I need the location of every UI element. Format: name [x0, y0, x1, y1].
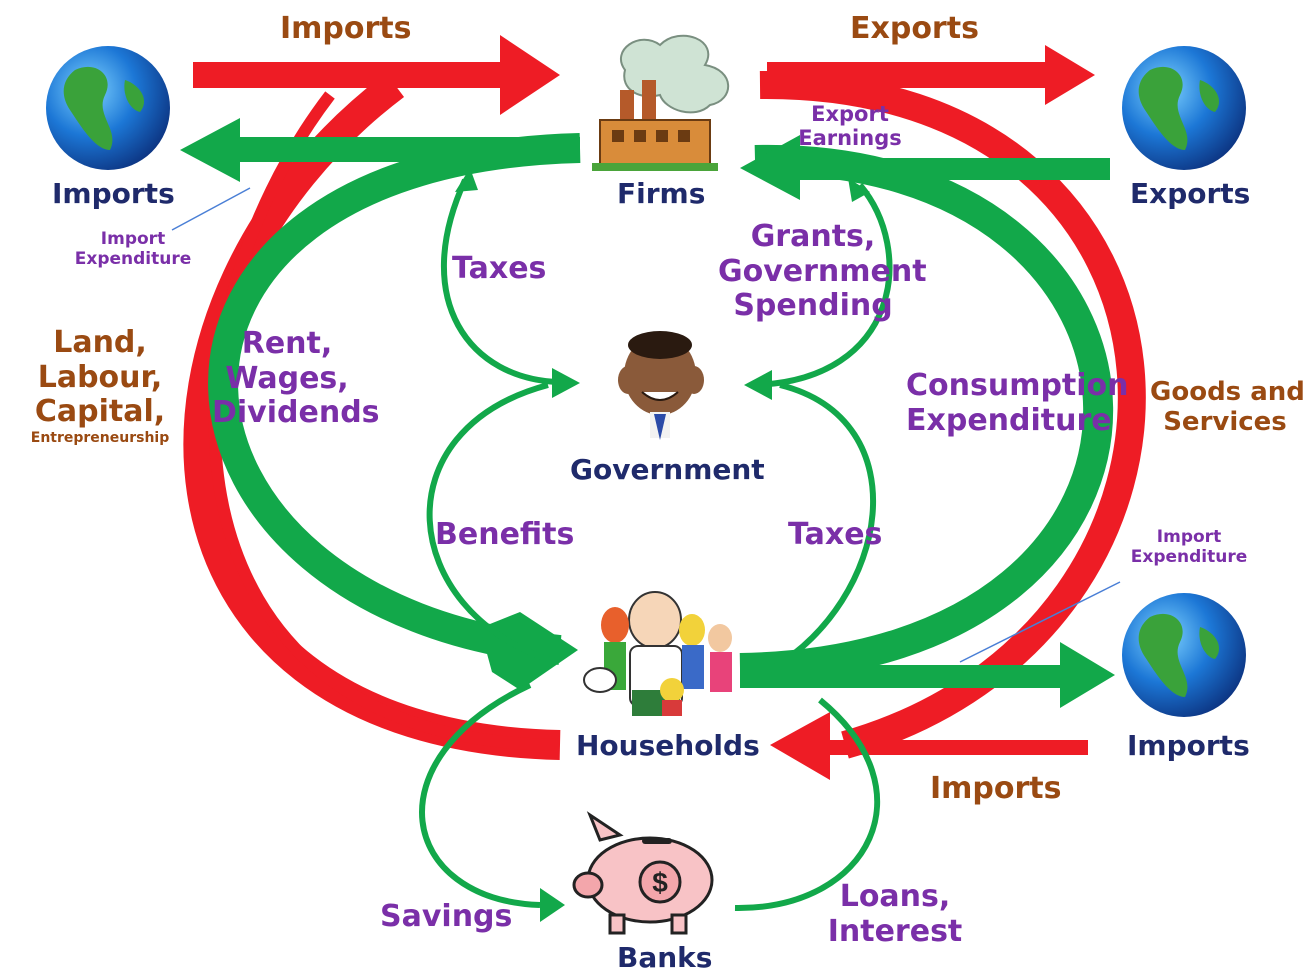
node-banks: Banks [617, 941, 713, 974]
import-expenditure-line: Expenditure [1130, 546, 1248, 567]
loans-line: Interest [827, 913, 963, 949]
flow-label-grants: Grants, Government Spending [718, 219, 927, 324]
import-expenditure-line: Import [1156, 527, 1222, 547]
consumption-line: Expenditure [906, 402, 1112, 438]
rent-wages-line: Rent, [241, 326, 333, 361]
flow-label-loans: Loans, Interest [820, 879, 970, 949]
flow-label-export-earnings: Export Earnings [795, 102, 905, 150]
consumption-line: Consumption [906, 368, 1129, 403]
svg-text:$: $ [652, 867, 668, 898]
rent-wages-line: Wages, [225, 360, 349, 396]
import-expenditure-line: Import [100, 229, 166, 249]
grants-line: Grants, [750, 219, 876, 254]
pointer-lines [171, 187, 1121, 663]
rent-wages-line: Dividends [212, 395, 380, 430]
node-imports-top-left: Imports [52, 177, 175, 210]
grants-line: Government [718, 253, 927, 289]
node-imports-bottom-right: Imports [1127, 729, 1250, 762]
export-earnings-line: Earnings [798, 126, 902, 151]
green-circular-flow [208, 133, 1114, 683]
node-households: Households [576, 729, 760, 762]
flow-label-benefits: Benefits [435, 517, 575, 552]
node-exports: Exports [1130, 177, 1251, 210]
flow-label-imports-bottom: Imports [930, 771, 1062, 806]
export-earnings-line: Export [811, 102, 889, 126]
loans-line: Loans, [839, 879, 951, 914]
flow-label-factors: Land, Labour, Capital, Entrepreneurship [14, 325, 186, 446]
flow-label-taxes-households: Taxes [788, 517, 883, 552]
family-cartoon-icon [583, 591, 732, 716]
grants-line: Spending [733, 288, 893, 323]
government-bank-loops [419, 178, 893, 912]
politician-caricature-icon [618, 331, 704, 440]
flow-label-savings: Savings [380, 899, 513, 934]
flow-label-imports-top: Imports [280, 11, 412, 46]
thin-arrowheads [455, 168, 870, 922]
node-government: Government [570, 453, 765, 486]
factors-line: Land, [53, 325, 147, 360]
node-firms: Firms [617, 177, 706, 210]
globe-icon [1122, 46, 1246, 170]
globe-icon [1122, 593, 1246, 717]
factors-line: Entrepreneurship [30, 429, 170, 446]
flow-label-goods-services: Goods and Services [1150, 377, 1305, 438]
globe-icon [46, 46, 170, 170]
flow-label-taxes-firms: Taxes [452, 251, 547, 286]
import-expenditure-line: Expenditure [74, 248, 192, 269]
factory-icon [592, 34, 730, 171]
flow-label-rent-wages: Rent, Wages, Dividends [212, 326, 380, 431]
flow-label-consumption: Consumption Expenditure [906, 368, 1129, 438]
factors-line: Capital, [34, 394, 166, 429]
flow-label-exports-top: Exports [850, 11, 979, 46]
factors-line: Labour, [37, 359, 163, 395]
flow-label-import-expenditure-right: Import Expenditure [1122, 527, 1256, 567]
goods-services-line: Goods and [1150, 377, 1305, 407]
piggy-bank-icon: $ [572, 811, 714, 935]
flow-label-import-expenditure-left: Import Expenditure [66, 229, 200, 269]
goods-services-line: Services [1163, 406, 1287, 437]
